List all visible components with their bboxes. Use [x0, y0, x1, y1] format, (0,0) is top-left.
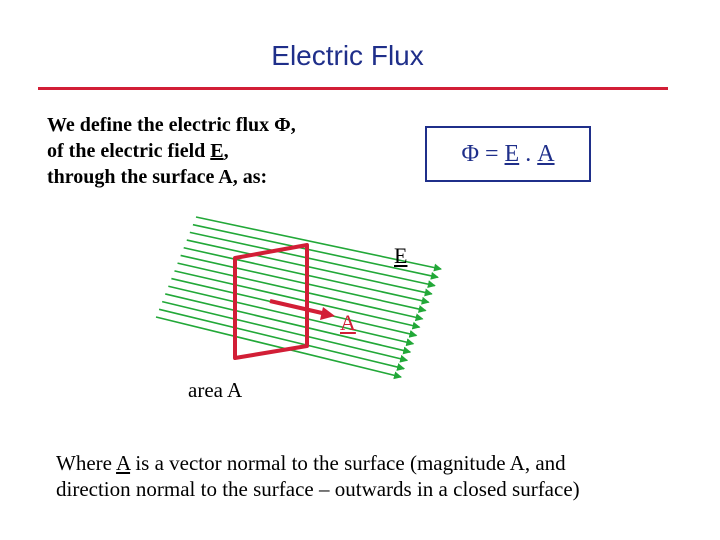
phi-symbol: Φ [274, 114, 291, 136]
field-line [155, 316, 402, 380]
intro-line-3: through the surface A, as: [47, 166, 268, 188]
formula-phi: Φ [461, 140, 479, 167]
field-line [189, 231, 436, 289]
flux-formula: Φ = E . A [427, 128, 589, 180]
field-line [186, 239, 433, 297]
normal-vector-ref: A [116, 451, 131, 475]
field-lines [155, 216, 442, 380]
formula-a-vector: A [537, 140, 555, 167]
intro-line-1-end: , [290, 114, 296, 136]
field-line [161, 300, 409, 363]
field-line [174, 270, 421, 330]
normal-vector-arrowhead [320, 307, 335, 320]
formula-box: Φ = E . A [425, 126, 591, 182]
field-vector: E [210, 140, 224, 162]
field-line [195, 216, 442, 272]
intro-text: We define the electric flux Φ, of the el… [47, 112, 296, 190]
explanation-line-2: direction normal to the surface – outwar… [56, 477, 580, 501]
title-divider [38, 87, 668, 90]
explanation-line-1-start: Where [56, 451, 117, 475]
slide-title: Electric Flux [271, 40, 424, 71]
normal-vector-line [269, 299, 323, 315]
intro-line-2-end: , [223, 140, 229, 162]
formula-dot: . [519, 140, 538, 167]
field-line [180, 254, 427, 313]
surface-area [233, 243, 309, 360]
intro-line-2: of the electric field E, [47, 138, 296, 164]
explanation-text: Where A is a vector normal to the surfac… [56, 450, 696, 502]
field-line [168, 285, 415, 347]
explanation-line-1: Where A is a vector normal to the surfac… [56, 450, 696, 476]
field-line [165, 293, 412, 355]
area-label: area A [188, 378, 243, 402]
field-line [158, 308, 406, 371]
field-line [177, 262, 424, 322]
field-label: E [394, 243, 408, 268]
intro-line-1-start: We define the electric flux [47, 114, 275, 136]
formula-e-vector: E [504, 140, 520, 167]
intro-line-2-start: of the electric field [47, 140, 211, 162]
normal-label: A [340, 310, 356, 335]
explanation-line-1-end: is a vector normal to the surface (magni… [130, 451, 566, 475]
intro-line-1: We define the electric flux Φ, [47, 112, 296, 138]
formula-equals: = [478, 140, 505, 167]
field-line [192, 223, 439, 280]
